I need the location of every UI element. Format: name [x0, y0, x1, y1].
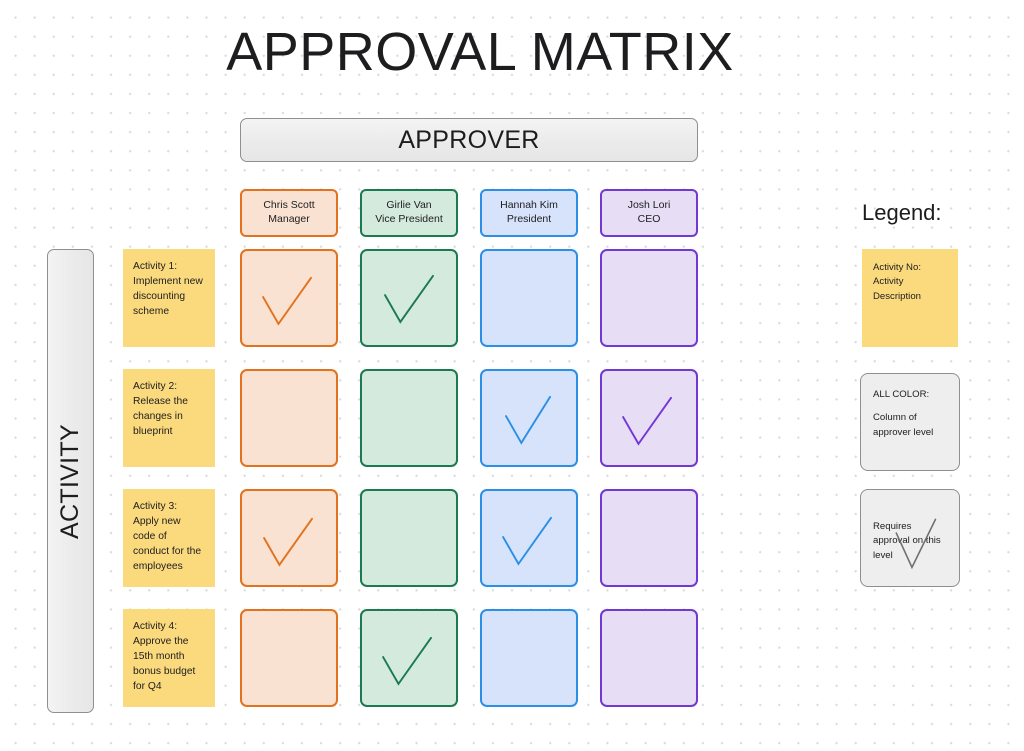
activity-description: Implement new discounting scheme — [133, 275, 203, 317]
legend-color-box: ALL COLOR: Column of approver level — [860, 373, 960, 471]
matrix-cell-r3-c4[interactable] — [600, 489, 698, 587]
matrix-cell-r3-c3[interactable] — [480, 489, 578, 587]
activity-number: Activity 1: — [133, 261, 178, 272]
checkmark-icon — [622, 396, 673, 446]
checkmark-icon — [382, 636, 433, 686]
approver-role: CEO — [637, 213, 661, 225]
approver-name: Chris Scott — [263, 199, 315, 212]
matrix-cell-r2-c1[interactable] — [240, 369, 338, 467]
matrix-cell-r1-c3[interactable] — [480, 249, 578, 347]
legend-check-box: Requires approval on this level — [860, 489, 960, 587]
checkmark-icon — [263, 517, 313, 567]
checkmark-icon — [262, 276, 313, 326]
matrix-cell-r1-c4[interactable] — [600, 249, 698, 347]
activity-note-2[interactable]: Activity 2: Release the changes in bluepr… — [123, 369, 215, 467]
matrix-cell-r2-c4[interactable] — [600, 369, 698, 467]
matrix-cell-r2-c2[interactable] — [360, 369, 458, 467]
matrix-cell-r2-c3[interactable] — [480, 369, 578, 467]
activity-number: Activity 4: — [133, 621, 178, 632]
checkmark-icon — [502, 516, 553, 566]
matrix-cell-r4-c2[interactable] — [360, 609, 458, 707]
legend-color-line-3: approver level — [873, 426, 934, 438]
legend-title: Legend: — [862, 200, 942, 225]
activity-number: Activity 2: — [133, 381, 178, 392]
legend-color-line-2: Column of — [873, 412, 917, 424]
checkmark-icon — [505, 395, 552, 445]
approver-name: Girlie Van — [386, 199, 432, 212]
matrix-cell-r3-c2[interactable] — [360, 489, 458, 587]
approver-role: Manager — [268, 213, 310, 225]
legend-note-line-3: Description — [873, 290, 921, 302]
approver-name: Josh Lori — [627, 199, 671, 212]
approver-name: Hannah Kim — [500, 199, 558, 212]
legend-activity-note: Activity No: Activity Description — [862, 249, 958, 347]
matrix-cell-r4-c4[interactable] — [600, 609, 698, 707]
legend-check-line-2: approval on this — [873, 535, 941, 547]
matrix-cell-r1-c2[interactable] — [360, 249, 458, 347]
legend-note-line-2: Activity — [873, 276, 904, 288]
legend-note-line-1: Activity No: — [873, 262, 921, 273]
activity-note-3[interactable]: Activity 3: Apply new code of conduct for… — [123, 489, 215, 587]
checkmark-icon — [384, 274, 434, 324]
activity-note-4[interactable]: Activity 4: Approve the 15th month bonus … — [123, 609, 215, 707]
approver-banner: APPROVER — [240, 118, 698, 162]
activity-number: Activity 3: — [133, 501, 178, 512]
legend-check-line-1: Requires — [873, 521, 912, 532]
matrix-cell-r4-c1[interactable] — [240, 609, 338, 707]
legend-color-line-1: ALL COLOR: — [873, 389, 930, 400]
activity-description: Approve the 15th month bonus budget for … — [133, 635, 196, 692]
matrix-cell-r1-c1[interactable] — [240, 249, 338, 347]
matrix-cell-r4-c3[interactable] — [480, 609, 578, 707]
activity-banner: ACTIVITY — [47, 249, 94, 713]
approver-role: Vice President — [375, 213, 443, 225]
activity-note-1[interactable]: Activity 1: Implement new discounting sch… — [123, 249, 215, 347]
activity-description: Release the changes in blueprint — [133, 395, 188, 437]
page-title: APPROVAL MATRIX — [226, 22, 734, 82]
approver-banner-label: APPROVER — [398, 125, 540, 154]
matrix-cell-r3-c1[interactable] — [240, 489, 338, 587]
legend-spacer — [873, 402, 947, 411]
legend-check-line-3: level — [873, 549, 893, 561]
approver-role: President — [506, 213, 552, 225]
activity-description: Apply new code of conduct for the employ… — [133, 515, 202, 572]
activity-banner-label: ACTIVITY — [56, 423, 85, 539]
